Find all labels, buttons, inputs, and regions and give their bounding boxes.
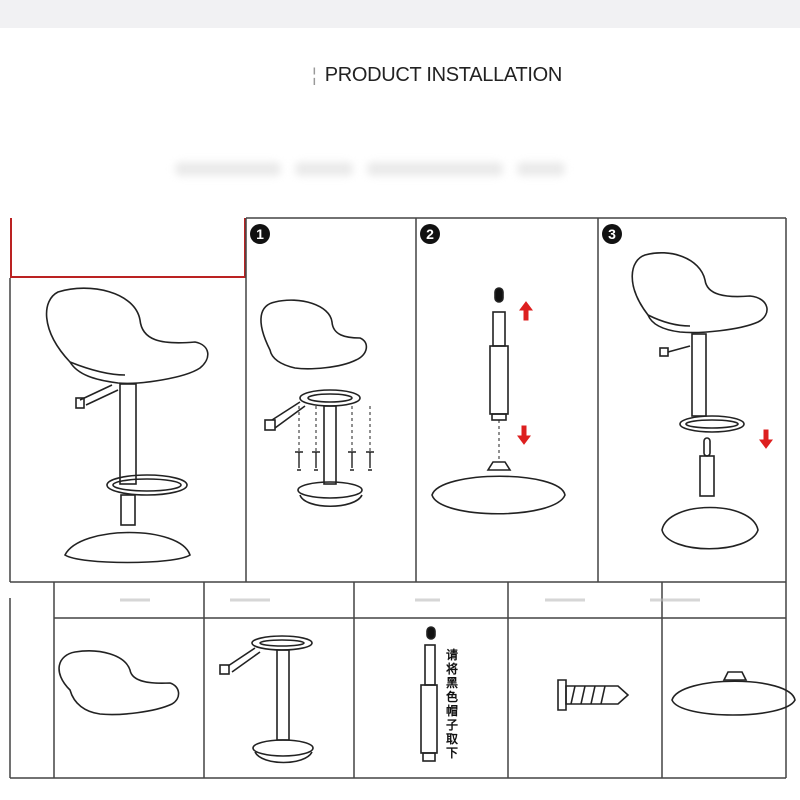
panel-3-drawing (631, 251, 773, 550)
red-tab-frame (10, 218, 246, 278)
arrow-up-icon (519, 301, 533, 321)
arrow-down-icon (517, 425, 531, 445)
note-char: 请 (445, 648, 458, 662)
page-title: ¦ PRODUCT INSTALLATION (312, 62, 562, 88)
note-char: 黑 (445, 676, 458, 690)
blurred-subtitle (175, 148, 565, 196)
step-2-badge-icon: 2 (420, 224, 440, 244)
title-text: PRODUCT INSTALLATION (324, 63, 563, 86)
panel-1-drawing (260, 299, 374, 508)
top-strip (0, 0, 800, 28)
note-char: 取 (445, 732, 458, 746)
note-char: 将 (445, 662, 458, 676)
note-char: 下 (445, 746, 458, 760)
stool-assembled (45, 287, 209, 564)
step-1-badge-icon: 1 (250, 224, 270, 244)
step-3-badge-icon: 3 (602, 224, 622, 244)
part-screw (557, 679, 630, 711)
upper-grid (9, 217, 787, 583)
lower-grid (9, 582, 787, 779)
part-base-frame (219, 635, 314, 764)
panel-2-drawing (431, 287, 566, 515)
screws-row (295, 451, 374, 471)
title-marker: ¦ (312, 64, 317, 85)
remove-black-cap-note: 请 将 黑 色 帽 子 取 下 (444, 648, 460, 760)
part-seat (58, 650, 180, 716)
note-char: 子 (445, 718, 458, 732)
part-base-disc (671, 671, 796, 716)
note-char: 色 (445, 690, 458, 704)
arrow-down-icon (759, 429, 773, 449)
note-char: 帽 (445, 704, 458, 718)
part-gas-lift (420, 626, 438, 762)
